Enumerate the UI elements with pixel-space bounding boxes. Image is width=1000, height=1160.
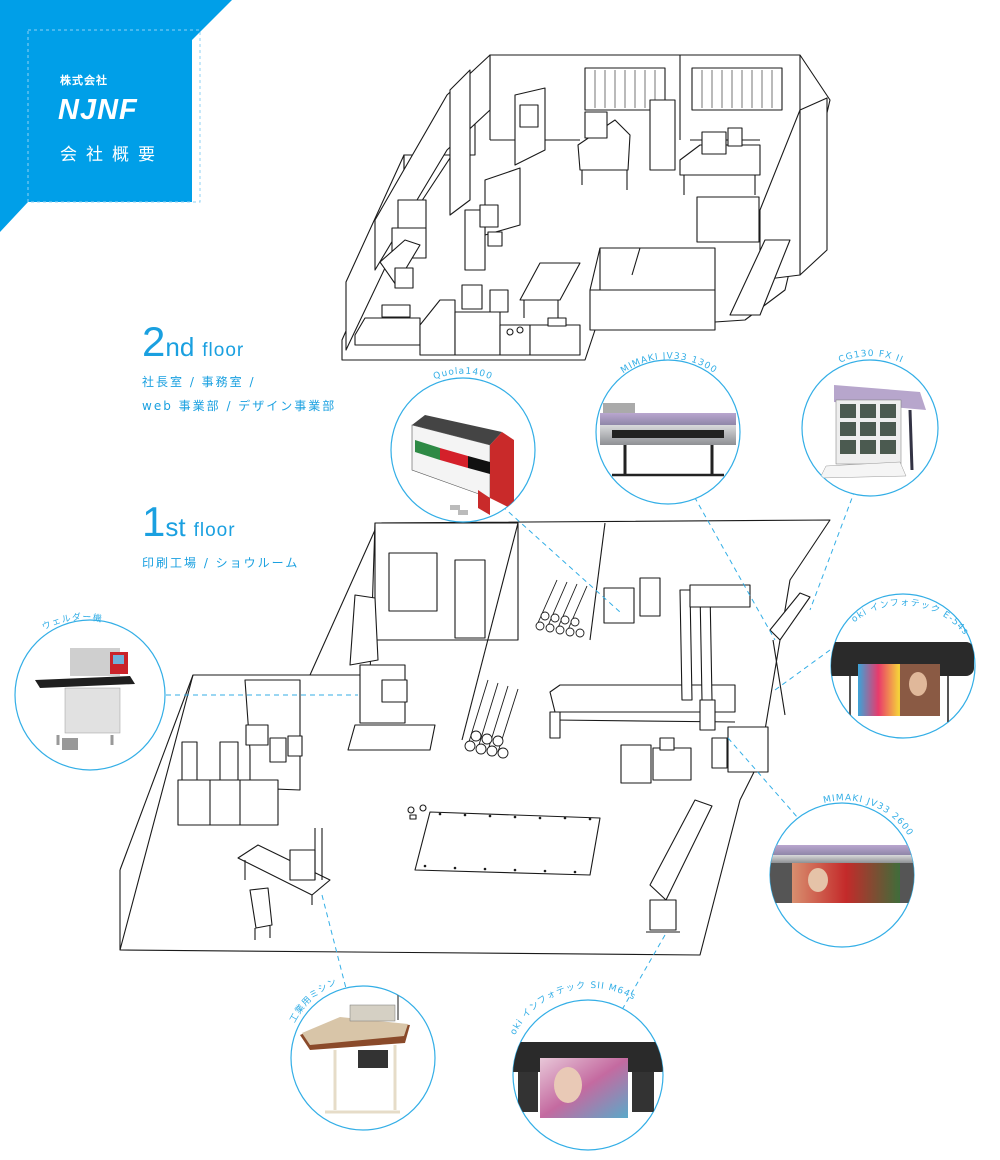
- brand-logo[interactable]: NJNF: [58, 94, 138, 126]
- header-badge: [0, 0, 232, 232]
- floor-word: floor: [202, 340, 245, 361]
- floor-rooms-line: web 事業部 / デザイン事業部: [142, 399, 337, 413]
- connector-jv33-2600: [727, 737, 841, 867]
- connector-cg130: [809, 489, 856, 611]
- equipment-cg130-fx2[interactable]: CG130 FX II: [801, 349, 939, 497]
- corporation-type: 株式会社: [60, 74, 108, 87]
- floor1-plan: [119, 519, 831, 956]
- floor-suffix: st: [165, 512, 186, 542]
- printer-image: [600, 403, 736, 477]
- printer-image: [770, 845, 914, 903]
- floor-word: floor: [193, 520, 236, 541]
- laminator-image: [411, 415, 514, 515]
- printer-image: [513, 1042, 663, 1118]
- page-title: 会社概要: [60, 145, 164, 165]
- badge-dashed-frame: [27, 29, 201, 203]
- floor-number: 1: [142, 498, 166, 545]
- connector-e54s: [774, 649, 831, 691]
- welder-image: [35, 648, 135, 750]
- floor1-rooms: 印刷工場 / ショウルーム: [142, 551, 299, 575]
- sewing-machine-image: [300, 986, 410, 1114]
- cutter-image: [819, 385, 926, 479]
- floor-number: 2: [142, 318, 166, 365]
- floor-suffix: nd: [165, 332, 195, 362]
- equipment-quola1400[interactable]: Quola1400: [390, 367, 536, 523]
- equipment-oki-e54s[interactable]: oki インフォテック E-54s: [824, 593, 976, 739]
- floor-rooms-line: 社長室 / 事務室 /: [142, 375, 256, 389]
- floor-rooms-line: 印刷工場 / ショウルーム: [142, 556, 300, 570]
- printer-image: [831, 642, 974, 722]
- equipment-industrial-sewing-machine[interactable]: 工業用ミシン: [288, 968, 436, 1131]
- equipment-mimaki-jv33-2600[interactable]: MIMAKI JV33 2600: [768, 793, 915, 948]
- equipment-welder[interactable]: ウェルダー機: [14, 611, 166, 771]
- equipment-mimaki-jv33-1300[interactable]: MIMAKI JV33 1300: [595, 352, 741, 505]
- equipment-oki-m64s[interactable]: oki インフォテック SII M64s: [509, 980, 665, 1151]
- floor2-rooms: 社長室 / 事務室 / web 事業部 / デザイン事業部: [142, 370, 336, 418]
- floor2-plan: [341, 54, 831, 361]
